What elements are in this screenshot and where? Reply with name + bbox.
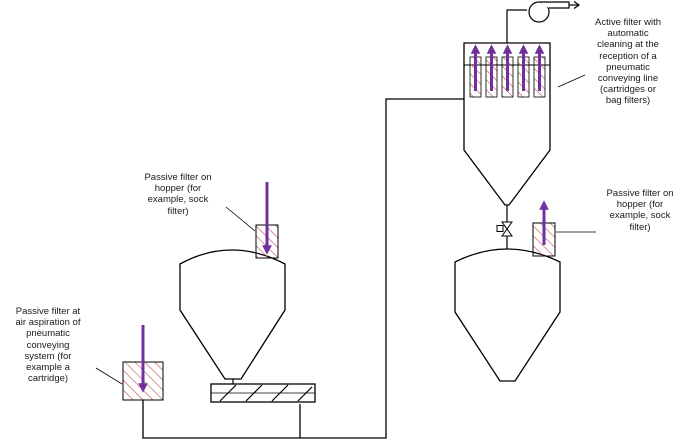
hopper-right xyxy=(454,248,561,382)
label-passive-hopper-left: Passive filter on hopper (for example, s… xyxy=(144,172,212,217)
valve-icon xyxy=(496,221,513,237)
hopper-left xyxy=(179,249,286,380)
conveying-pipe xyxy=(142,98,464,439)
callout-lines xyxy=(95,74,596,385)
exhaust-duct xyxy=(506,9,527,43)
fan-icon xyxy=(528,1,581,23)
airflow-arrows-active xyxy=(470,44,545,91)
label-passive-hopper-right: Passive filter on hopper (for example, s… xyxy=(606,188,674,233)
label-active-filter: Active filter with automatic cleaning at… xyxy=(595,17,661,107)
label-passive-aspiration: Passive filter at air aspiration of pneu… xyxy=(15,306,81,385)
screw-conveyor-icon xyxy=(210,383,316,403)
